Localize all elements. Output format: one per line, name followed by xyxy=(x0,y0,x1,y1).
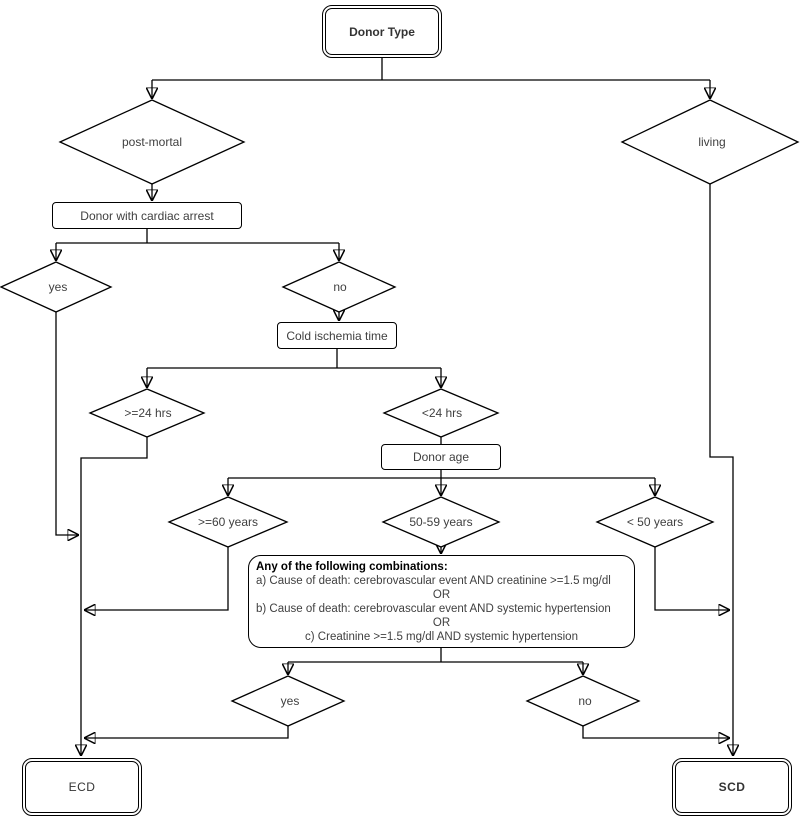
combinations-heading: Any of the following combinations: xyxy=(256,561,448,573)
node-donor-type: Donor Type xyxy=(322,5,442,58)
edge-yestop-trunk xyxy=(55,312,78,535)
label-50-59-years: 50-59 years xyxy=(409,515,473,529)
node-cold-ischemia: Cold ischemia time xyxy=(277,322,397,349)
edge-yesbottom-trunk xyxy=(85,726,289,738)
node-combinations: Any of the following combinations: a) Ca… xyxy=(248,555,635,648)
label-yes-top: yes xyxy=(48,280,68,294)
label-ecd: ECD xyxy=(25,761,139,813)
combinations-or-2: OR xyxy=(432,617,451,629)
diamond-lt50years xyxy=(595,496,715,548)
diamond-no-bottom xyxy=(525,675,641,727)
diamond-post-mortal xyxy=(58,99,246,185)
node-donor-age: Donor age xyxy=(381,444,501,470)
edge-ge60-trunk xyxy=(85,547,229,610)
combinations-option-c: c) Creatinine >=1.5 mg/dl AND systemic h… xyxy=(305,631,578,643)
diamond-living xyxy=(620,99,800,185)
edge-nobottom-trunk xyxy=(582,726,729,738)
label-no-top: no xyxy=(333,280,347,294)
label-no-bottom: no xyxy=(578,694,592,708)
edge-lt50-trunk xyxy=(654,547,729,610)
diamond-lt24hrs xyxy=(382,388,500,438)
diamond-ge60years xyxy=(167,496,289,548)
label-post-mortal: post-mortal xyxy=(121,135,183,149)
label-donor-type: Donor Type xyxy=(325,8,439,55)
diamond-50-59-years xyxy=(381,496,501,548)
label-living: living xyxy=(698,135,726,149)
label-lt24hrs: <24 hrs xyxy=(421,406,463,420)
combinations-or-1: OR xyxy=(432,589,451,601)
label-lt50years: < 50 years xyxy=(626,515,684,529)
label-cardiac-arrest: Donor with cardiac arrest xyxy=(80,208,214,223)
label-ge60years: >=60 years xyxy=(197,515,259,529)
combinations-option-a: a) Cause of death: cerebrovascular event… xyxy=(256,575,611,587)
edge-ge24-ecd xyxy=(81,437,148,755)
label-ge24hrs: >=24 hrs xyxy=(124,406,172,420)
label-scd: SCD xyxy=(675,761,789,813)
label-donor-age: Donor age xyxy=(412,450,470,464)
diamond-no-top xyxy=(281,261,397,313)
node-cardiac-arrest: Donor with cardiac arrest xyxy=(52,202,242,229)
label-cold-ischemia: Cold ischemia time xyxy=(286,328,388,343)
diamond-ge24hrs xyxy=(88,388,206,438)
label-yes-bottom: yes xyxy=(280,694,300,708)
combinations-option-b: b) Cause of death: cerebrovascular event… xyxy=(256,603,611,615)
node-ecd: ECD xyxy=(22,758,142,816)
node-scd: SCD xyxy=(672,758,792,816)
edge-living-scd xyxy=(709,184,733,755)
diamond-yes-bottom xyxy=(230,675,346,727)
diamond-yes-top xyxy=(0,261,113,313)
